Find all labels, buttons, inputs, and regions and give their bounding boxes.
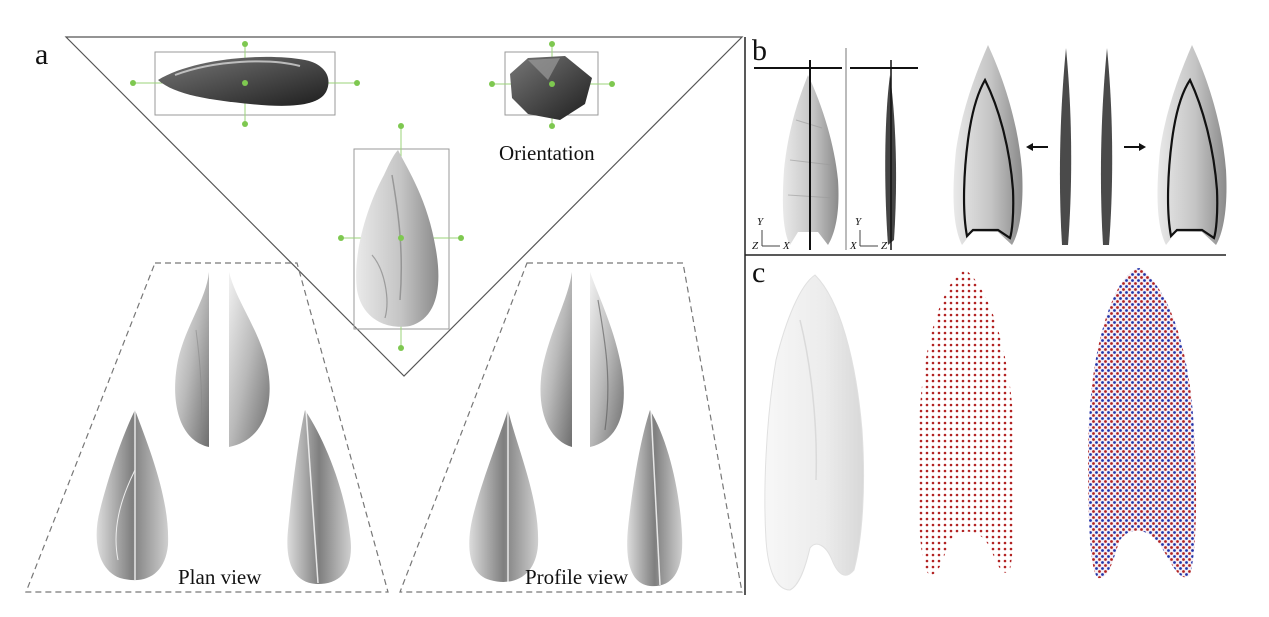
axes-side <box>859 230 878 247</box>
orientation-artifact-lateral <box>130 41 360 127</box>
orientation-triangle <box>64 36 744 377</box>
panel-label-b: b <box>752 34 767 67</box>
panel-label-a: a <box>35 38 49 71</box>
point-cloud-landmarks <box>918 270 1016 575</box>
outlined-point-left <box>953 45 1023 245</box>
arrow-left-icon <box>1026 143 1048 151</box>
panel-c <box>764 268 1197 591</box>
surface-model <box>764 274 865 591</box>
panel-b <box>754 45 1227 250</box>
point-cloud-overlay <box>1088 268 1197 579</box>
plan-view-frame <box>25 262 389 593</box>
panel-a <box>25 36 744 593</box>
profile-view-caption: Profile view <box>525 565 629 589</box>
symmetry-side-view <box>885 60 897 250</box>
profile-view-mesh-right <box>627 409 683 587</box>
plan-view-split-artifact <box>175 272 270 447</box>
arrow-right-icon <box>1124 143 1146 151</box>
outlined-point-right <box>1157 45 1227 245</box>
axis-side-x: X <box>850 240 857 252</box>
orientation-caption: Orientation <box>499 141 595 165</box>
symmetry-front-view <box>782 60 839 250</box>
axis-front-x: X <box>783 240 790 252</box>
plan-view-mesh-left <box>96 410 169 581</box>
plan-view-caption: Plan view <box>178 565 262 589</box>
profile-view-split-artifact <box>540 272 624 447</box>
axis-side-z: Z <box>881 240 888 252</box>
axis-front-y: Y <box>757 216 764 228</box>
profile-view-frame <box>399 262 743 593</box>
orientation-artifact-end <box>489 41 615 129</box>
profile-view-mesh-left <box>469 410 539 582</box>
axes-front <box>761 230 780 247</box>
axis-side-y: Y <box>855 216 862 228</box>
panel-label-c: c <box>752 256 766 289</box>
orientation-artifact-plan <box>338 123 464 351</box>
plan-view-mesh-right <box>287 409 351 585</box>
edge-profiles <box>1059 48 1113 245</box>
axis-front-z: Z <box>752 240 759 252</box>
